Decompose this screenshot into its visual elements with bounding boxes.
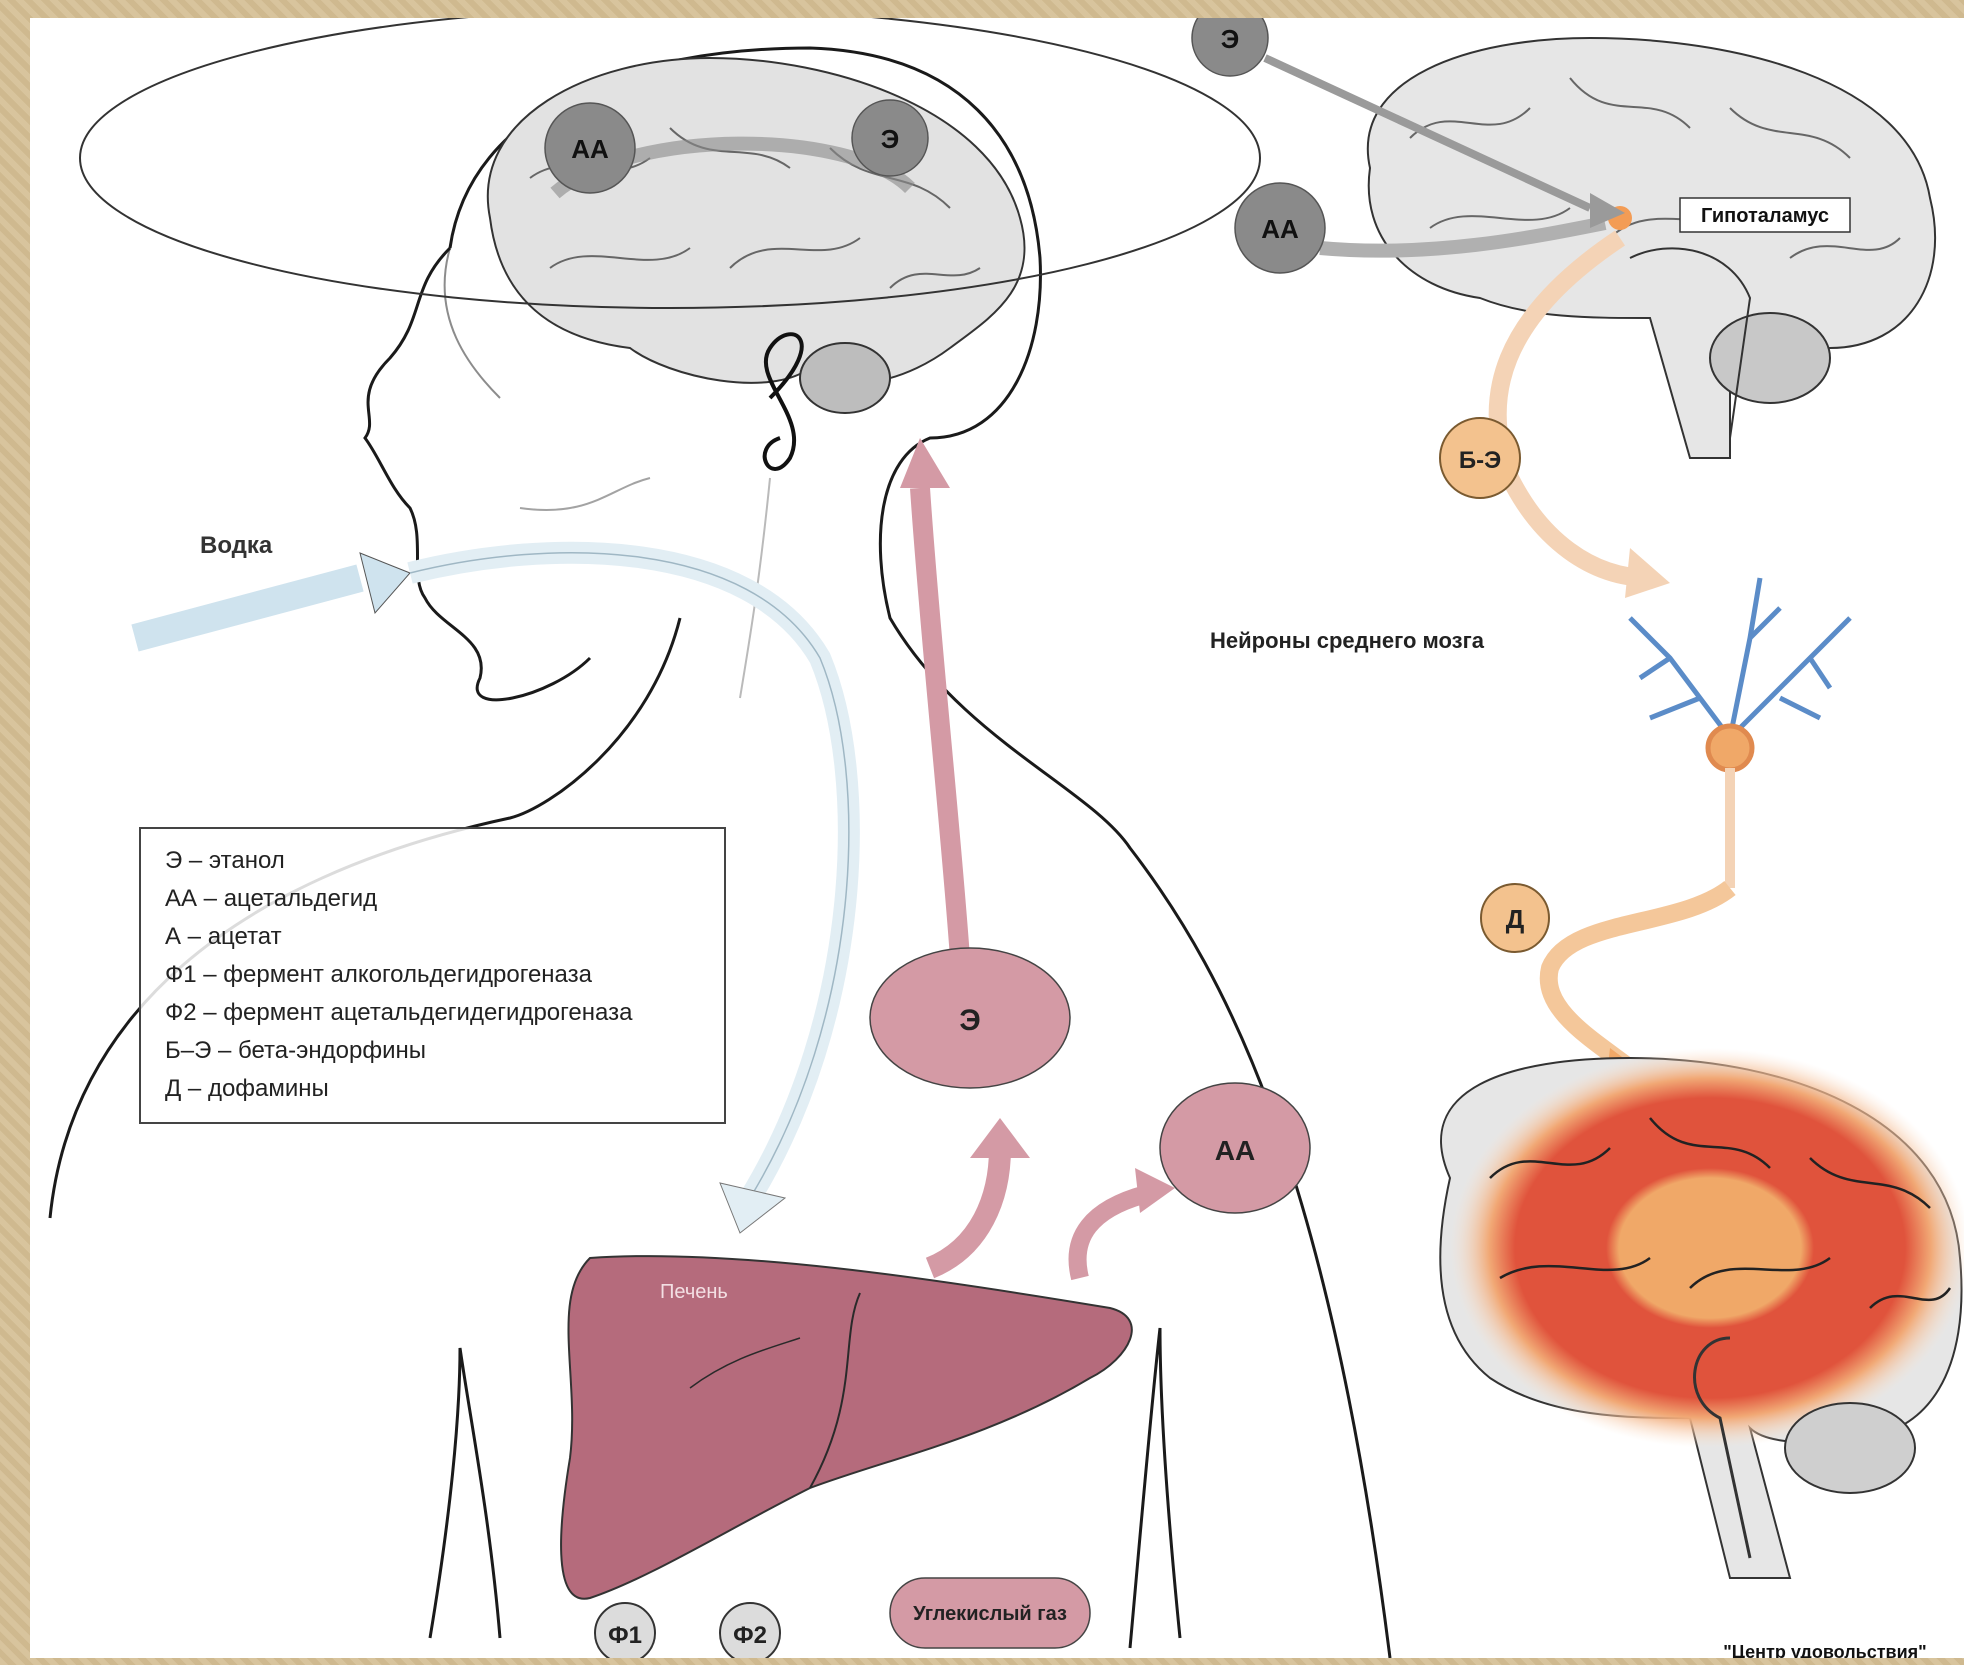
ethanol-arrows	[900, 438, 1175, 1278]
pleasure-center-brain	[1440, 1048, 1964, 1578]
co2-label: Углекислый газ	[913, 1603, 1067, 1625]
alcohol-metabolism-diagram: Гипоталамус "Центр удовольствия" Водка	[30, 18, 1964, 1658]
liver-label: Печень	[660, 1281, 728, 1303]
hypothalamus-label: Гипоталамус	[1701, 205, 1829, 227]
ethanol-top-label: Э	[1221, 24, 1240, 54]
legend-box: Э – этанол АА – ацетальдегид А – ацетат …	[140, 828, 725, 1123]
enzyme-f1-label: Ф1	[608, 1622, 642, 1649]
dopamine-arrow	[1549, 888, 1730, 1068]
diagram-canvas: Гипоталамус "Центр удовольствия" Водка	[30, 18, 1964, 1658]
acetaldehyde-head-label: АА	[571, 134, 609, 164]
legend-item: Ф1 – фермент алкогольдегидрогеназа	[165, 961, 593, 988]
legend-item: Э – этанол	[165, 847, 285, 874]
legend-item: Б–Э – бета-эндорфины	[165, 1037, 426, 1064]
enzyme-f2-label: Ф2	[733, 1622, 767, 1649]
ethanol-head-label: Э	[881, 124, 900, 154]
legend-item: Д – дофамины	[165, 1075, 329, 1102]
midbrain-neurons-label: Нейроны среднего мозга	[1210, 628, 1485, 653]
dopamine-label: Д	[1506, 904, 1525, 934]
legend-item: АА – ацетальдегид	[165, 885, 377, 912]
acetaldehyde-node-label: АА	[1215, 1135, 1255, 1166]
pleasure-center-label: "Центр удовольствия"	[1723, 1642, 1926, 1658]
legend-item: А – ацетат	[165, 923, 282, 950]
midbrain-neuron	[1630, 578, 1850, 888]
ethanol-node-label: Э	[959, 1004, 980, 1037]
beta-endorphin-label: Б-Э	[1459, 447, 1501, 474]
vodka-label: Водка	[200, 532, 273, 559]
acetaldehyde-top-label: АА	[1261, 214, 1299, 244]
liver: Печень	[561, 1256, 1132, 1599]
legend-item: Ф2 – фермент ацетальдегидегидрогеназа	[165, 999, 633, 1026]
